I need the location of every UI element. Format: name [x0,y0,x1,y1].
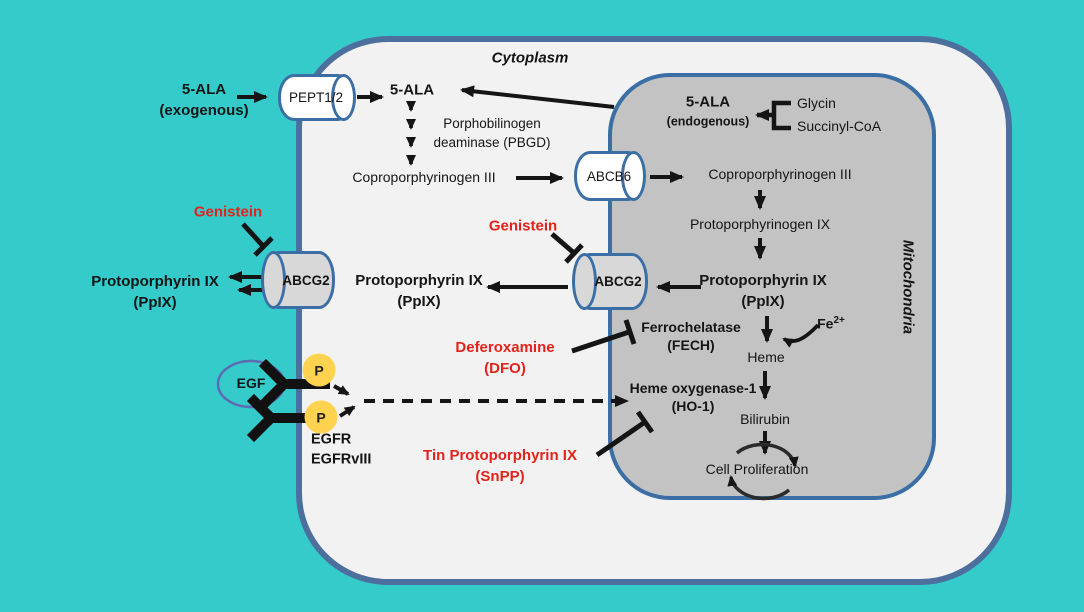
cylinder-cap [572,253,597,310]
enzyme-fech: Ferrochelatase (FECH) [641,318,741,353]
node-succinyl-coa: Succinyl-CoA [797,118,882,135]
node-5ala-cytoplasm: 5-ALA [389,81,435,99]
node-heme: Heme [747,349,785,366]
node-protoporphyrinogen: Protoporphyrinogen IX [689,216,831,233]
transporter-abcg2-pm-label: ABCG2 [282,272,330,288]
phospho-badge: P [304,400,338,434]
enzyme-pbgd: Porphobilinogen deaminase (PBGD) [433,116,551,150]
node-cell-proliferation: Cell Proliferation [705,461,809,478]
transporter-pept12-label: PEPT1/2 [288,90,344,105]
node-ppix-extracellular: Protoporphyrin IX (PpIX) [91,273,219,311]
transporter-abcb6-label: ABCB6 [586,168,632,184]
transporter-abcg2-mito-label: ABCG2 [594,274,642,289]
cylinder-cap [621,151,646,201]
node-fe2: Fe2+ [817,314,845,332]
node-ppix-mito: Protoporphyrin IX (PpIX) [699,272,827,310]
node-egf: EGF [236,375,266,392]
inhibitor-snpp: Tin Protoporphyrin IX (SnPP) [423,447,577,485]
node-glycin: Glycin [797,95,836,112]
transporter-abcg2-plasma-membrane: ABCG2 [261,251,335,309]
inhibitor-genistein-mid: Genistein [488,217,558,235]
inhibit-genistein-left-abcg2 [241,222,274,257]
transporter-pept12: PEPT1/2 [278,74,356,121]
node-egfr: EGFR EGFRvIII [311,431,372,468]
inhibitor-genistein-left: Genistein [193,203,263,221]
node-5ala-endogenous: 5-ALA (endogenous) [666,93,750,128]
node-ppix-cyto: Protoporphyrin IX (PpIX) [355,272,483,310]
transporter-abcg2-mitochondrial: ABCG2 [572,253,648,310]
mitochondria-label: Mitochondria [899,239,917,335]
phospho-badge: P [302,353,336,387]
cylinder-cap [331,74,356,121]
cytoplasm-label: Cytoplasm [491,49,569,67]
node-5ala-exogenous: 5-ALA (exogenous) [159,81,249,119]
node-coproporphyrinogen-cyto: Coproporphyrinogen III [352,169,496,186]
enzyme-ho1: Heme oxygenase-1 (HO-1) [629,379,757,414]
inhibitor-dfo: Deferoxamine (DFO) [455,339,555,377]
transporter-abcb6: ABCB6 [574,151,646,201]
node-bilirubin: Bilirubin [740,411,790,428]
node-coproporphyrinogen-mito: Coproporphyrinogen III [708,166,852,183]
